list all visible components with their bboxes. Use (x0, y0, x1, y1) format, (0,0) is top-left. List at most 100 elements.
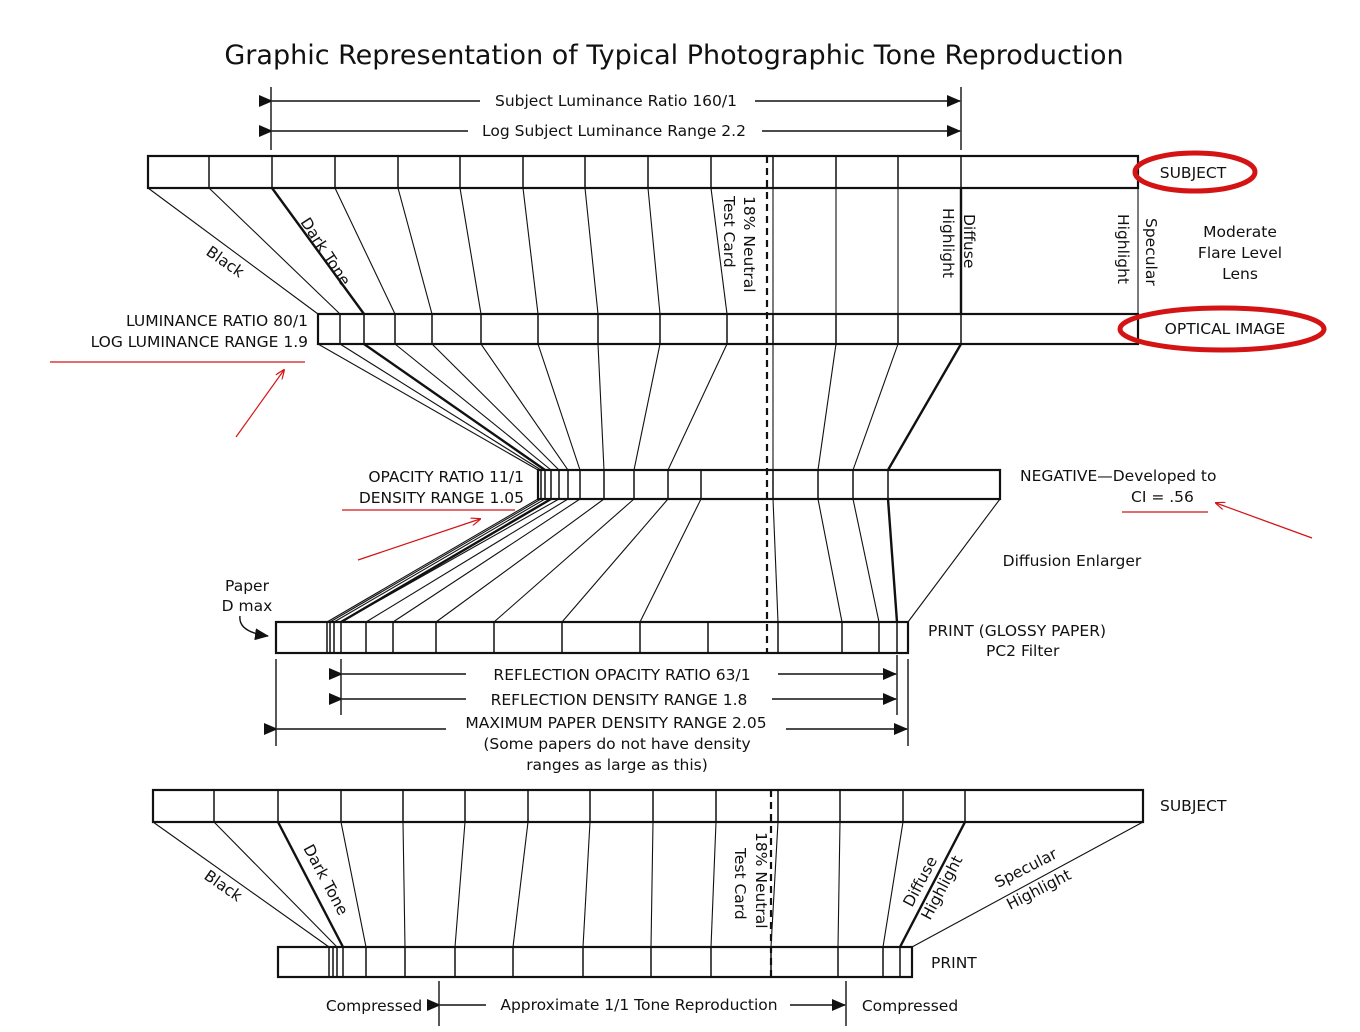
tone-connector (493, 498, 635, 623)
tone-connector (710, 821, 717, 948)
optical-image-band (316, 312, 1140, 346)
tone-connector (882, 821, 904, 948)
tone-connector (152, 821, 330, 948)
specular-label: Specular (1142, 218, 1160, 286)
tone-connector (334, 187, 396, 315)
lens-line3: Lens (1222, 265, 1258, 283)
tone-connector (650, 821, 654, 948)
tone-connector (817, 498, 843, 623)
compressed-right-label: Compressed (862, 997, 958, 1015)
tone-connector (633, 343, 661, 471)
tone-connector (339, 343, 542, 471)
tone-connector (329, 498, 542, 623)
bottom-dimensions (427, 981, 847, 1026)
density-note-line1: (Some papers do not have density (483, 735, 750, 753)
tone-connector (333, 498, 546, 623)
black-label: Black (203, 243, 248, 282)
specular-highlight-label: Highlight (1114, 214, 1132, 284)
paper-dmax-line1: Paper (225, 577, 270, 595)
red-arrow-density-range (357, 519, 480, 561)
negative-label: NEGATIVE—Developed to (1020, 467, 1216, 485)
print-band (274, 620, 910, 655)
tone-connector (213, 821, 338, 948)
tone-connector (898, 821, 967, 948)
tone-connector (710, 187, 728, 315)
tone-connector (561, 498, 669, 623)
bottom-neutral-line1: 18% Neutral (752, 832, 770, 929)
opacity-ratio-label: OPACITY RATIO 11/1 (368, 468, 524, 486)
tone-connector (647, 187, 661, 315)
log-luminance-range-label: LOG LUMINANCE RANGE 1.9 (91, 333, 308, 351)
subject-highlight-circle (1132, 150, 1258, 194)
tone-connector (911, 821, 1144, 948)
maximum-paper-density-range-label: MAXIMUM PAPER DENSITY RANGE 2.05 (465, 714, 766, 732)
red-arrow-log-luminance (235, 370, 284, 438)
negative-band (536, 468, 1002, 501)
tone-connector (394, 343, 552, 471)
tone-connector (667, 343, 728, 471)
tone-connector (584, 187, 599, 315)
tone-connector (397, 187, 433, 315)
neutral-card-label-line1: 18% Neutral (740, 196, 758, 293)
tone-connector (772, 498, 779, 623)
diffuse-label: Diffuse (960, 214, 978, 268)
tone-connector (639, 498, 702, 623)
print-dimensions (264, 655, 909, 746)
tone-connector (435, 498, 605, 623)
optical-image-label: OPTICAL IMAGE (1165, 320, 1286, 338)
tone-connector (340, 821, 367, 948)
bottom-neutral-line2: Test Card (731, 847, 749, 920)
tone-connector (852, 343, 899, 471)
subject-to-optical-connectors (147, 187, 1139, 315)
compressed-left-label: Compressed (326, 997, 422, 1015)
tone-connector (363, 343, 546, 471)
bottom-subject-label: SUBJECT (1160, 797, 1227, 815)
tone-connector (817, 343, 837, 471)
tone-connector (852, 498, 880, 623)
diffuse-highlight-label: Highlight (939, 208, 957, 278)
tone-connector (887, 343, 962, 471)
tone-connector (582, 821, 591, 948)
negative-developed: Developed to (1113, 467, 1217, 485)
tone-connector (402, 821, 406, 948)
lens-line1: Moderate (1203, 223, 1277, 241)
diagram-title: Graphic Representation of Typical Photog… (224, 40, 1123, 71)
tone-connector (271, 187, 365, 315)
tone-connector (208, 187, 341, 315)
tone-connector (276, 821, 345, 948)
red-arrow-ci (1216, 503, 1313, 539)
tone-connector (770, 821, 779, 948)
tone-connector (480, 343, 569, 471)
lens-line2: Flare Level (1198, 244, 1282, 262)
negative-to-print-connectors (326, 497, 899, 624)
dark-tone-label: Dark Tone (297, 214, 354, 289)
tone-connector (365, 498, 569, 623)
paper-dmax-line2: D max (222, 597, 273, 615)
luminance-ratio-label: LUMINANCE RATIO 80/1 (126, 312, 308, 330)
reflection-density-range-label: REFLECTION DENSITY RANGE 1.8 (491, 691, 748, 709)
top-dimensions (259, 87, 962, 150)
tone-connector (907, 498, 1001, 623)
print-filter-label: PC2 Filter (986, 642, 1060, 660)
subject-luminance-ratio-label: Subject Luminance Ratio 160/1 (495, 92, 737, 110)
tone-connector (522, 187, 539, 315)
optical-to-negative-connectors (317, 343, 1001, 623)
tone-connector (326, 498, 539, 623)
diffusion-enlarger-label: Diffusion Enlarger (1003, 552, 1142, 570)
print-band-label: PRINT (GLOSSY PAPER) (928, 622, 1106, 640)
tone-connector (837, 821, 841, 948)
tone-connector (340, 497, 552, 624)
negative-word: NEGATIVE (1020, 467, 1097, 485)
density-note-line2: ranges as large as this) (526, 756, 708, 774)
tone-connector (392, 498, 581, 623)
tone-connector (317, 343, 539, 471)
bottom-subject-to-print-connectors (152, 821, 1144, 948)
paper-dmax-arrow (239, 615, 269, 641)
bottom-print-label: PRINT (931, 954, 977, 972)
tone-connector (537, 343, 581, 471)
tone-connector (454, 821, 466, 948)
log-subject-luminance-range-label: Log Subject Luminance Range 2.2 (482, 122, 746, 140)
tone-connector (431, 343, 560, 471)
density-range-label: DENSITY RANGE 1.05 (359, 489, 524, 507)
